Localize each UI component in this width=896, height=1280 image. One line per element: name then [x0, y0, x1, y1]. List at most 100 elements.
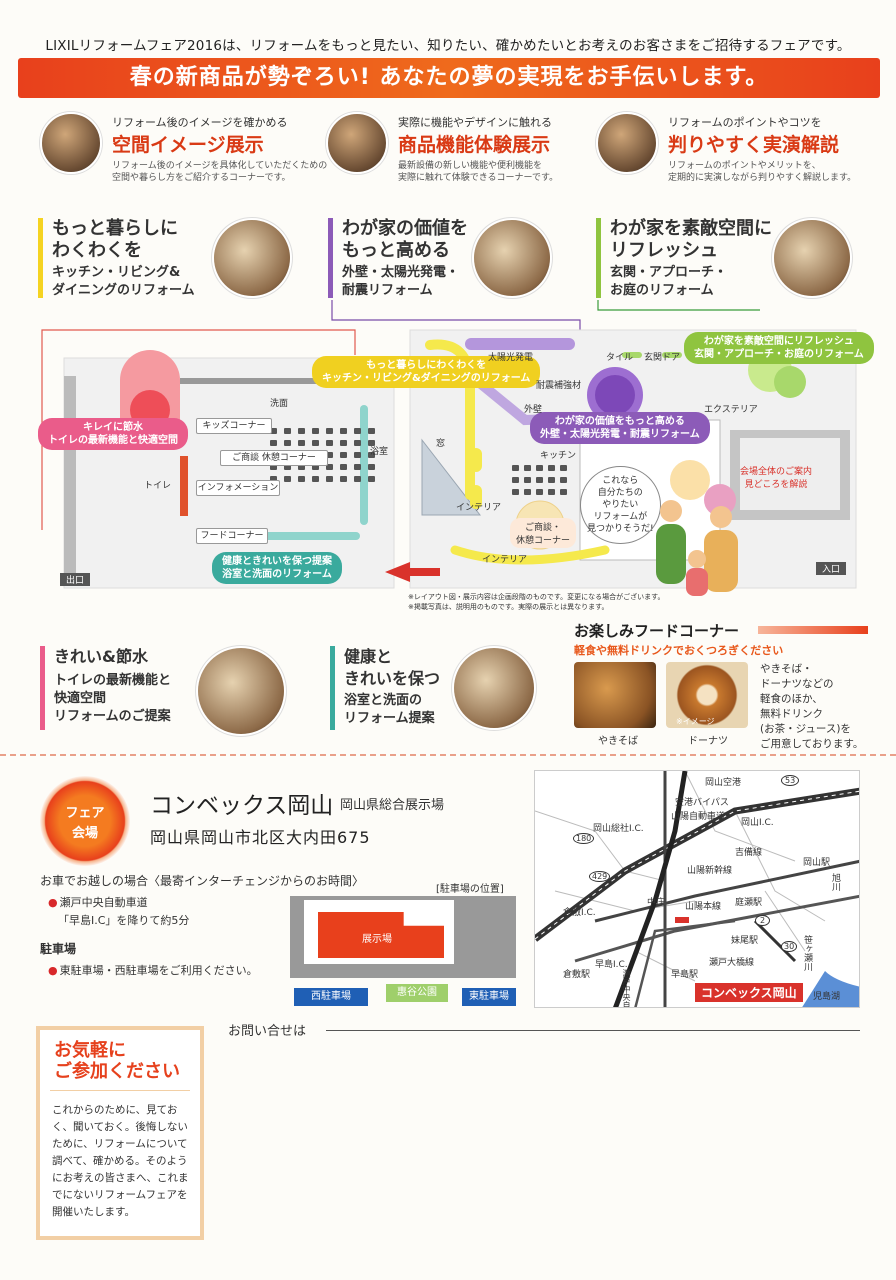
parking-title: 駐車場: [40, 942, 77, 956]
category-photo: [774, 220, 850, 296]
venue-badge-line2: 会場: [71, 826, 98, 841]
label-exit: 出口: [60, 573, 91, 586]
category-sub: キッチン・リビング& ダイニングのリフォーム: [52, 265, 195, 298]
category-color-bar: [38, 218, 43, 298]
category-title: わが家の価値を もっと高める: [342, 218, 468, 261]
venue-sub: 岡山県総合展示場: [340, 798, 445, 813]
map-nakasho: 中庄: [647, 898, 666, 908]
category-photo: [474, 220, 550, 296]
map-asahi-river: 旭川: [830, 873, 840, 891]
feature-demo: リフォームのポイントやコツを 判りやすく実演解説 リフォームのポイントやメリット…: [596, 112, 876, 190]
map-sasagase: 笹ヶ瀬川: [802, 935, 812, 971]
label-entrance: 入口: [816, 562, 847, 575]
food-image-note: ※イメージ: [676, 717, 715, 726]
intro-text: LIXILリフォームフェア2016は、リフォームをもっと見たい、知りたい、確かめ…: [45, 38, 851, 54]
car-access-title: お車でお越しの場合〈最寄インターチェンジからのお時間〉: [40, 874, 365, 888]
map-airport: 岡山空港: [705, 778, 742, 788]
parking-map-west: 西駐車場: [294, 988, 368, 1006]
invite-title: お気軽に ご参加ください: [54, 1040, 180, 1082]
map-senoo: 妹尾駅: [731, 936, 759, 946]
map-kurashiki-ic: 倉敷I.C.: [563, 908, 596, 918]
label-solar: 太陽光発電: [488, 353, 534, 363]
label-exterior-area: エクステリア: [704, 405, 758, 415]
parking-map-east: 東駐車場: [462, 988, 516, 1006]
map-route-2: 2: [755, 915, 771, 926]
feature-lead: 実際に機能やデザインに触れる: [398, 116, 552, 129]
category-photo: [454, 648, 534, 728]
venue-badge-line1: フェア: [65, 806, 105, 821]
food-photo-yakisoba: [574, 662, 656, 728]
category-title: もっと暮らしに わくわくを: [52, 218, 178, 261]
category-title: きれい&節水: [54, 647, 148, 666]
map-hayashima-station: 早島駅: [671, 970, 699, 980]
feature-desc: リフォームのポイントやメリットを、 定期的に実演しながら判りやすく解説します。: [668, 161, 857, 183]
map-okayama-ic: 岡山I.C.: [741, 818, 774, 828]
invite-box: お気軽に ご参加ください これからのために、見ておく、聞いておく。後悔しないため…: [36, 1026, 204, 1240]
floor-tag-garden: わが家を素敵空間にリフレッシュ 玄関・アプローチ・お庭のリフォーム: [684, 332, 874, 364]
label-entrance-door: 玄関ドア: [644, 353, 681, 363]
map-kurashiki-station: 倉敷駅: [563, 970, 591, 980]
food-caption-donut: ドーナツ: [688, 736, 728, 747]
floor-tag-exterior: わが家の価値をもっと高める 外壁・太陽光発電・耐震リフォーム: [530, 412, 710, 444]
map-seto-bridge: 瀬戸大橋線: [709, 958, 755, 968]
feature-title: 商品機能体験展示: [398, 134, 551, 156]
feature-desc: 最新設備の新しい機能や便利機能を 実際に触れて体験できるコーナーです。: [398, 161, 559, 183]
label-information: インフォメーション: [196, 480, 280, 496]
label-bathroom: 浴室: [370, 447, 389, 457]
map-sanyo-line: 山陽本線: [685, 902, 722, 912]
desk-grid-right: [512, 465, 572, 505]
feature-title: 空間イメージ展示: [112, 134, 264, 156]
floor-note-2: ※掲載写真は、説明用のものです。実際の展示とは異なります。: [408, 603, 609, 611]
feature-title: 判りやすく実演解説: [668, 134, 840, 156]
label-interior-1: インテリア: [456, 503, 502, 513]
floor-tag-bath: 健康ときれいを保つ提案 浴室と洗面のリフォーム: [212, 552, 342, 584]
contact-label: お問い合せは: [228, 1024, 307, 1039]
section-divider: [0, 754, 896, 756]
parking-map: 展示場: [290, 896, 516, 978]
label-consult-corner: ご商談 休憩コーナー: [220, 450, 328, 466]
label-consult-corner-2: ご商談・ 休憩コーナー: [510, 518, 577, 548]
map-soja-ic: 岡山総社I.C.: [593, 824, 644, 834]
food-title-rule: [758, 626, 868, 634]
floor-tag-toilet: キレイに節水 トイレの最新機能と快適空間: [38, 418, 188, 450]
food-desc: やきそば・ ドーナツなどの 軽食のほか、 無料ドリンク (お茶・ジュース)を ご…: [760, 663, 864, 750]
feature-desc: リフォーム後のイメージを具体化していただくための 空間や暮らし方をご紹介するコー…: [112, 161, 328, 183]
invite-body: これからのために、見ておく、聞いておく。後悔しないために、リフォームについて調べ…: [52, 1104, 189, 1218]
feature-photo: [326, 112, 388, 174]
category-sub: トイレの最新機能と 快適空間 リフォームのご提案: [54, 673, 172, 724]
feature-lead: リフォーム後のイメージを確かめる: [112, 116, 288, 129]
map-hayashima-ic: 早島I.C.: [595, 960, 628, 970]
contact-line: [326, 1030, 860, 1031]
category-title: 健康と きれいを保つ: [344, 647, 441, 688]
parking-map-title: [駐車場の位置]: [436, 884, 504, 895]
category-photo: [198, 648, 284, 734]
feature-photo: [596, 112, 658, 174]
label-venue-guide: 会場全体のご案内 見どころを解説: [740, 467, 813, 490]
map-shinkansen: 山陽新幹線: [687, 866, 733, 876]
desk-grid-left: [270, 428, 380, 508]
car-access-line-2: 「早島I.C」を降りて約5分: [58, 914, 190, 927]
parking-map-park: 惠谷公園: [386, 984, 448, 1002]
feature-space-image: リフォーム後のイメージを確かめる 空間イメージ展示 リフォーム後のイメージを具体…: [40, 112, 327, 190]
map-kibi-line: 吉備線: [735, 848, 763, 858]
category-title: わが家を素敵空間に リフレッシュ: [610, 218, 772, 261]
access-map: 岡山空港 空港バイパス 山陽自動車道 岡山I.C. 岡山総社I.C. 吉備線 山…: [534, 770, 860, 1008]
map-route-53: 53: [781, 775, 800, 786]
category-color-bar: [328, 218, 333, 298]
access-map-roads: [535, 771, 859, 1007]
label-window: 窓: [436, 439, 446, 449]
label-interior-2: インテリア: [482, 555, 528, 565]
category-sub: 浴室と洗面の リフォーム提案: [344, 693, 435, 726]
map-bypass: 空港バイパス: [675, 798, 729, 808]
headline-banner: 春の新商品が勢ぞろい! あなたの夢の実現をお手伝いします。: [18, 58, 880, 98]
feature-product-experience: 実際に機能やデザインに触れる 商品機能体験展示 最新設備の新しい機能や便利機能を…: [326, 112, 586, 190]
food-sub: 軽食や無料ドリンクでおくつろぎください: [574, 644, 784, 657]
feature-lead: リフォームのポイントやコツを: [668, 116, 822, 129]
category-garden: わが家を素敵空間に リフレッシュ 玄関・アプローチ・ お庭のリフォーム: [596, 218, 866, 308]
parking-map-hall: 展示場: [362, 934, 392, 945]
venue-address: 岡山県岡山市北区大内田675: [150, 828, 371, 847]
label-seismic: 耐震補強材: [536, 381, 582, 391]
food-photo-donut: [666, 662, 748, 728]
label-kids-corner: キッズコーナー: [196, 418, 272, 434]
category-color-bar: [40, 646, 45, 730]
